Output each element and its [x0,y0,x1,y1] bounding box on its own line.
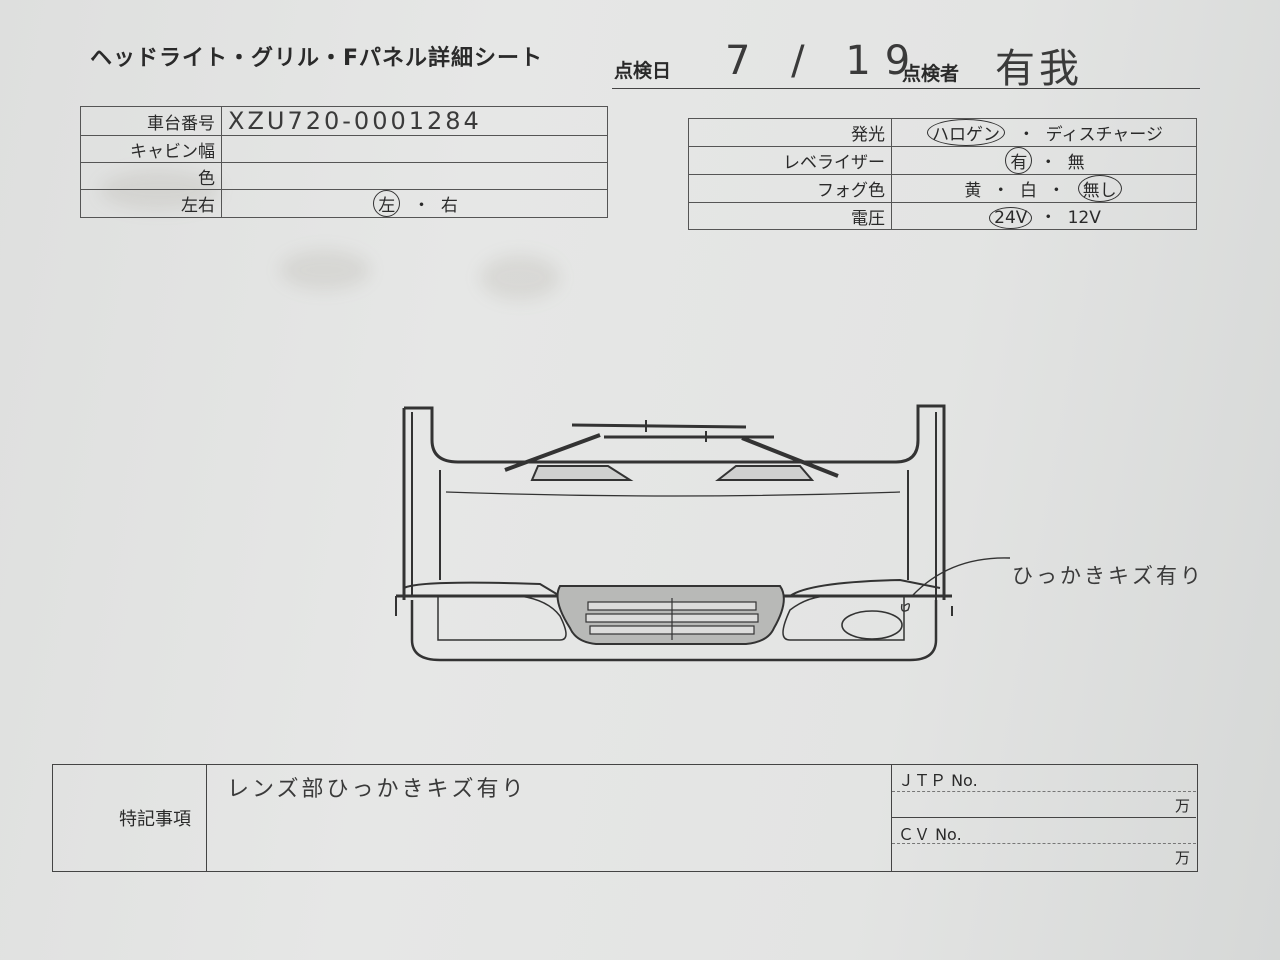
table-row: 色 [80,162,608,190]
damage-annotation: ひっかきキズ有り [1012,564,1204,588]
sheet-title: ヘッドライト・グリル・Fパネル詳細シート [90,46,544,71]
voltage-options: 24V ・ 12V [891,202,1197,230]
side-options: 左 ・ 右 [221,189,608,218]
notes-value[interactable]: レンズ部ひっかきキズ有り [227,777,527,802]
voltage-label: 電圧 [688,202,892,230]
separator: ・ [1017,125,1035,145]
table-row: レベライザー 有 ・ 無 [688,146,1197,175]
stain [480,255,560,300]
chassis-number-label: 車台番号 [80,106,222,136]
option-12v[interactable]: 12V [1067,208,1101,228]
separator: ・ [1039,153,1057,173]
number-fields: ＪＴＰ No. 万 ＣＶ No. 万 [891,765,1196,871]
jtp-unit: 万 [1174,797,1190,815]
option-discharge[interactable]: ディスチャージ [1045,125,1163,145]
separator: ・ [1039,208,1057,228]
lamp-spec-table: 発光 ハロゲン ・ ディスチャージ レベライザー 有 ・ 無 フォグ色 黄 ・ … [688,118,1197,230]
divider [892,817,1196,818]
option-leveler-yes[interactable]: 有 [1005,147,1033,174]
option-fog-white[interactable]: 白 [1020,181,1037,201]
leveler-label: レベライザー [688,146,892,175]
inspector-label: 点検者 [902,63,960,85]
chassis-number-field[interactable]: XZU720-0001284 [221,106,608,136]
option-fog-yellow[interactable]: 黄 [964,181,982,201]
table-row: フォグ色 黄 ・ 白 ・ 無し [688,174,1197,203]
divider [892,791,1196,792]
notes-section: 特記事項 レンズ部ひっかきキズ有り ＪＴＰ No. 万 ＣＶ No. 万 [52,764,1198,872]
side-option-left[interactable]: 左 [373,190,401,217]
option-24v[interactable]: 24V [989,207,1033,229]
notes-label: 特記事項 [119,809,191,830]
cabin-width-field[interactable] [221,135,608,163]
separator: ・ [1047,181,1065,201]
cabin-width-label: キャビン幅 [80,135,222,163]
vehicle-info-table: 車台番号 XZU720-0001284 キャビン幅 色 左右 左 ・ 右 [80,106,608,218]
light-source-options: ハロゲン ・ ディスチャージ [891,118,1197,147]
table-row: 発光 ハロゲン ・ ディスチャージ [688,118,1197,147]
leveler-options: 有 ・ 無 [891,146,1197,175]
side-option-right[interactable]: 右 [440,196,458,216]
separator: ・ [992,181,1010,201]
notes-label-cell: 特記事項 [53,765,207,871]
inspection-date-value[interactable]: 7 / 19 [725,38,925,84]
option-halogen[interactable]: ハロゲン [927,119,1006,146]
table-row: キャビン幅 [80,135,608,163]
notes-field[interactable]: レンズ部ひっかきキズ有り [207,765,891,871]
inspector-value[interactable]: 有我 [995,46,1083,92]
jtp-label: ＪＴＰ No. [898,771,978,790]
inspection-date-label: 点検日 [614,60,672,82]
cv-unit: 万 [1174,849,1190,867]
table-row: 電圧 24V ・ 12V [688,202,1197,230]
divider [892,843,1196,844]
cv-label: ＣＶ No. [898,825,962,844]
table-row: 車台番号 XZU720-0001284 [80,106,608,136]
fog-color-options: 黄 ・ 白 ・ 無し [891,174,1197,203]
header-underline [612,88,1200,89]
side-label: 左右 [80,189,222,218]
option-leveler-no[interactable]: 無 [1067,153,1085,173]
color-label: 色 [80,162,222,190]
table-row: 左右 左 ・ 右 [80,189,608,218]
stain [280,250,370,290]
option-fog-none[interactable]: 無し [1077,175,1122,202]
separator: ・ [413,196,430,216]
